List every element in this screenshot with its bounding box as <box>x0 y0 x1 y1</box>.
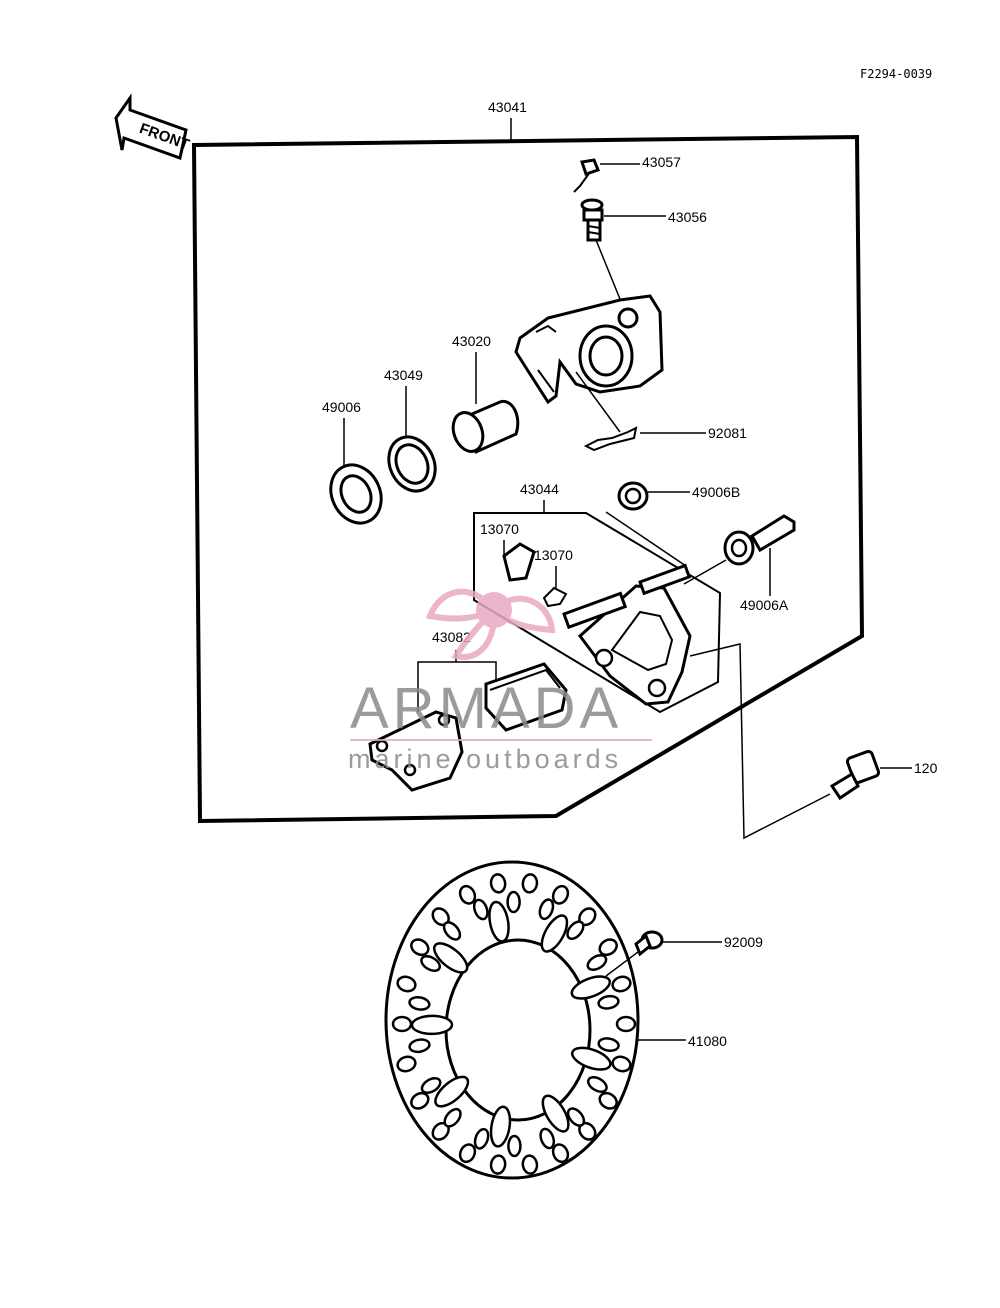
label-13070-lower: 13070 <box>534 547 573 563</box>
disc-hole <box>541 1094 570 1133</box>
disc-hole <box>396 975 417 993</box>
disc-hole <box>539 1127 556 1150</box>
brake-pad-inner <box>368 710 464 792</box>
disc-hole <box>432 942 469 974</box>
propeller-logo <box>425 588 556 661</box>
label-43044: 43044 <box>520 481 559 497</box>
leader-120-holder <box>689 643 831 840</box>
pad-spring-upper <box>502 542 536 582</box>
label-43020: 43020 <box>452 333 491 349</box>
disc-hole <box>506 890 521 914</box>
disc-hole <box>410 1091 430 1110</box>
leader-92081-caliper <box>575 371 621 433</box>
disc-hole <box>408 996 431 1011</box>
armada-watermark: ARMADA marine outboards <box>348 588 652 774</box>
disc-screw <box>634 930 664 957</box>
label-41080: 41080 <box>688 1033 727 1049</box>
disc-hole <box>442 921 462 941</box>
label-43049: 43049 <box>384 367 423 383</box>
disc-hole <box>566 1107 586 1127</box>
disc-hole <box>396 1055 417 1073</box>
disc-hole <box>391 1015 413 1033</box>
disc-hole <box>410 938 430 957</box>
caliper-body <box>514 294 664 405</box>
disc-hole <box>473 1127 490 1150</box>
disc-hole <box>551 1143 570 1164</box>
disc-hole <box>458 1143 477 1164</box>
disc-hole <box>420 955 442 972</box>
label-43056: 43056 <box>668 209 707 225</box>
label-43082: 43082 <box>432 629 471 645</box>
boot-b <box>617 481 649 511</box>
brake-disc <box>384 860 640 1180</box>
piston-seal-inner <box>394 443 430 485</box>
disc-hole <box>458 884 477 905</box>
bleed-valve <box>580 198 604 242</box>
figure-code: F2294-0039 <box>860 67 932 81</box>
label-13070-upper: 13070 <box>480 521 519 537</box>
piston <box>451 399 520 454</box>
label-43057: 43057 <box>642 154 681 170</box>
spring-clip <box>583 426 638 452</box>
disc-hole <box>489 1154 507 1175</box>
disc-hole <box>420 1077 442 1094</box>
pad-spring-lower <box>542 586 568 608</box>
disc-hole <box>611 1055 632 1073</box>
disc-hole <box>521 873 539 894</box>
watermark-tagline: marine outboards <box>348 744 622 774</box>
disc-hole <box>538 898 555 921</box>
front-direction-arrow: FRONT <box>114 93 192 160</box>
disc-hole <box>586 1076 608 1093</box>
boot-a <box>723 514 796 566</box>
disc-hole <box>472 898 489 921</box>
caliper-holder <box>562 563 692 706</box>
disc-hole <box>434 1075 470 1108</box>
leader-49006a-holder <box>683 559 727 585</box>
disc-hole <box>410 1014 454 1036</box>
disc-hole <box>408 1038 431 1054</box>
label-49006: 49006 <box>322 399 361 415</box>
disc-hole <box>597 994 620 1010</box>
disc-hole <box>489 1105 512 1148</box>
disc-hole <box>598 1091 618 1110</box>
label-120: 120 <box>914 760 938 776</box>
disc-hole <box>443 1107 462 1128</box>
label-92081: 92081 <box>708 425 747 441</box>
disc-hole <box>566 920 585 941</box>
disc-hole <box>521 1154 539 1175</box>
leader-43082-bracket <box>417 661 497 712</box>
label-49006a: 49006A <box>740 597 789 613</box>
holder-outline <box>473 512 722 714</box>
disc-hole <box>586 954 608 971</box>
watermark-brand: ARMADA <box>350 676 622 741</box>
brake-pad-outer <box>484 662 568 732</box>
disc-hole <box>615 1015 637 1033</box>
caliper-assembly-outline <box>191 134 865 824</box>
label-43041: 43041 <box>488 99 527 115</box>
leader-92009-disc <box>605 951 639 977</box>
disc-hole <box>611 975 632 993</box>
disc-hole <box>507 1134 522 1158</box>
disc-hole <box>570 1046 612 1071</box>
label-49006b: 49006B <box>692 484 740 500</box>
disc-hole <box>570 975 612 1000</box>
disc-hole <box>489 873 507 894</box>
label-92009: 92009 <box>724 934 763 950</box>
disc-hole <box>597 1037 620 1052</box>
dust-seal-inner <box>339 474 373 514</box>
leader-49006b-holder <box>605 511 687 567</box>
disc-hole <box>598 938 618 957</box>
disc-hole <box>551 884 570 905</box>
bleed-cap <box>573 158 600 193</box>
disc-hole <box>540 914 569 953</box>
disc-hole <box>488 900 510 943</box>
leader-bleed-to-caliper <box>595 239 623 305</box>
mounting-bolt <box>829 749 881 801</box>
